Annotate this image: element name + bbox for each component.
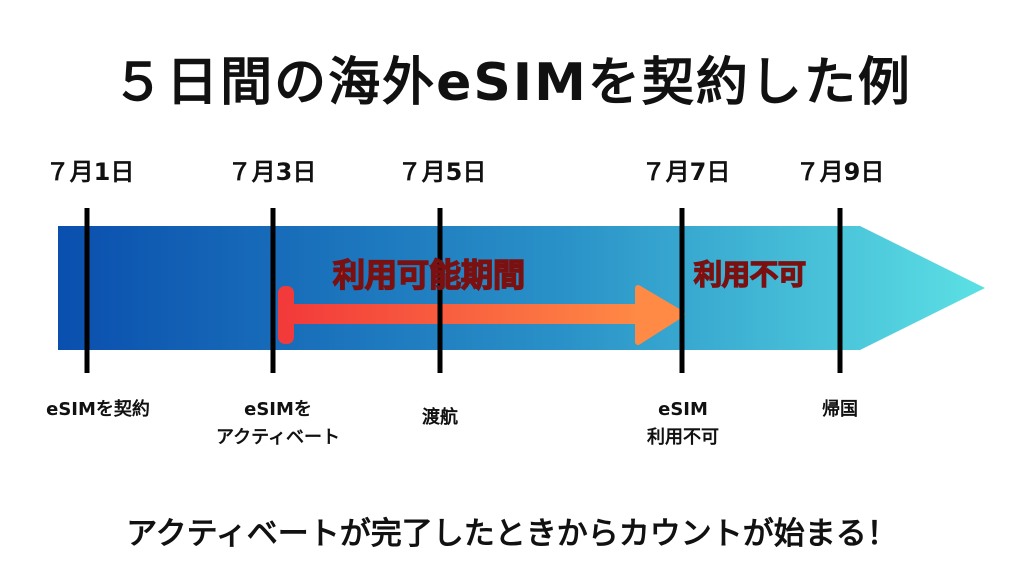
event-label: 帰国: [822, 399, 858, 420]
date-label: ７月3日: [227, 158, 317, 186]
tick-line: [679, 208, 685, 373]
tick-line: [270, 208, 276, 373]
unavailable-label: 利用不可: [693, 257, 807, 292]
available-period-label: 利用可能期間: [332, 255, 526, 295]
event-label: eSIMを契約: [46, 399, 150, 420]
date-label: ７月9日: [795, 158, 885, 186]
tick-line: [84, 208, 90, 373]
page-title: ５日間の海外eSIMを契約した例: [112, 53, 912, 113]
tick-line: [837, 208, 843, 373]
tick-line: [437, 208, 443, 373]
footer-note: アクティベートが完了したときからカウントが始まる！: [126, 516, 898, 552]
date-label: ７月1日: [45, 158, 135, 186]
date-label: ７月5日: [397, 158, 487, 186]
availability-arrow: [278, 285, 685, 345]
date-label: ７月7日: [641, 158, 731, 186]
event-label: eSIMをアクティベート: [215, 399, 341, 448]
event-label: 渡航: [422, 407, 458, 428]
